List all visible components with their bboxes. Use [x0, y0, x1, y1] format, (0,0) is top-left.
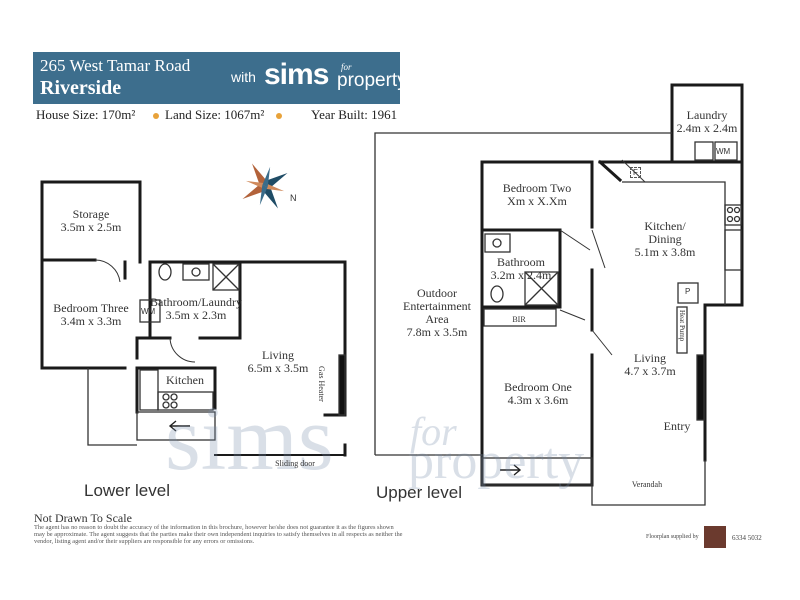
house-size: House Size: 170m² [36, 107, 136, 122]
room-kitchen-dining: Kitchen/ Dining 5.1m x 3.8m [634, 219, 696, 259]
fridge-label: F [630, 167, 641, 178]
entry-label: Entry [663, 419, 691, 433]
compass-north-label: N [290, 193, 297, 203]
disclaimer-text: The agent has no reason to doubt the acc… [34, 524, 403, 545]
brand-logo-property: property [337, 70, 407, 91]
verandah-label: Verandah [631, 480, 663, 489]
floorplan-credit: Floorplan supplied by [646, 534, 699, 540]
land-size: Land Size: 1067m² [165, 107, 265, 122]
washing-machine-lower: WM [141, 307, 156, 316]
upper-level-label: Upper level [376, 483, 462, 502]
heat-pump-label: Heat Pump [678, 310, 686, 342]
not-drawn-to-scale: Not Drawn To Scale [34, 511, 132, 525]
brand-logo-for: for [341, 62, 352, 72]
built-in-robe-label: BIR [512, 315, 526, 324]
separator-dot [276, 113, 282, 119]
washing-machine-upper: WM [716, 147, 731, 156]
address: 265 West Tamar Road [40, 56, 191, 75]
brand-with: with [231, 69, 256, 85]
pantry-label: P [685, 287, 691, 296]
year-built: Year Built: 1961 [311, 107, 398, 122]
room-kitchen-lower: Kitchen [166, 373, 204, 387]
room-outdoor-entertainment: Outdoor Entertainment Area 7.8m x 3.5m [403, 286, 471, 339]
supplier-phone: 6334 5032 [732, 534, 762, 542]
floorplan-supplier-logo [704, 526, 726, 548]
sliding-door-label: Sliding door [275, 459, 315, 468]
suburb: Riverside [40, 77, 122, 99]
gas-heater-label: Gas Heater [317, 366, 326, 402]
compass-rose-icon [242, 163, 288, 209]
header-banner: 265 West Tamar Road Riverside with sims … [33, 52, 407, 104]
separator-dot [153, 113, 159, 119]
brand-logo-sims: sims [264, 58, 329, 91]
lower-level-label: Lower level [84, 481, 170, 500]
